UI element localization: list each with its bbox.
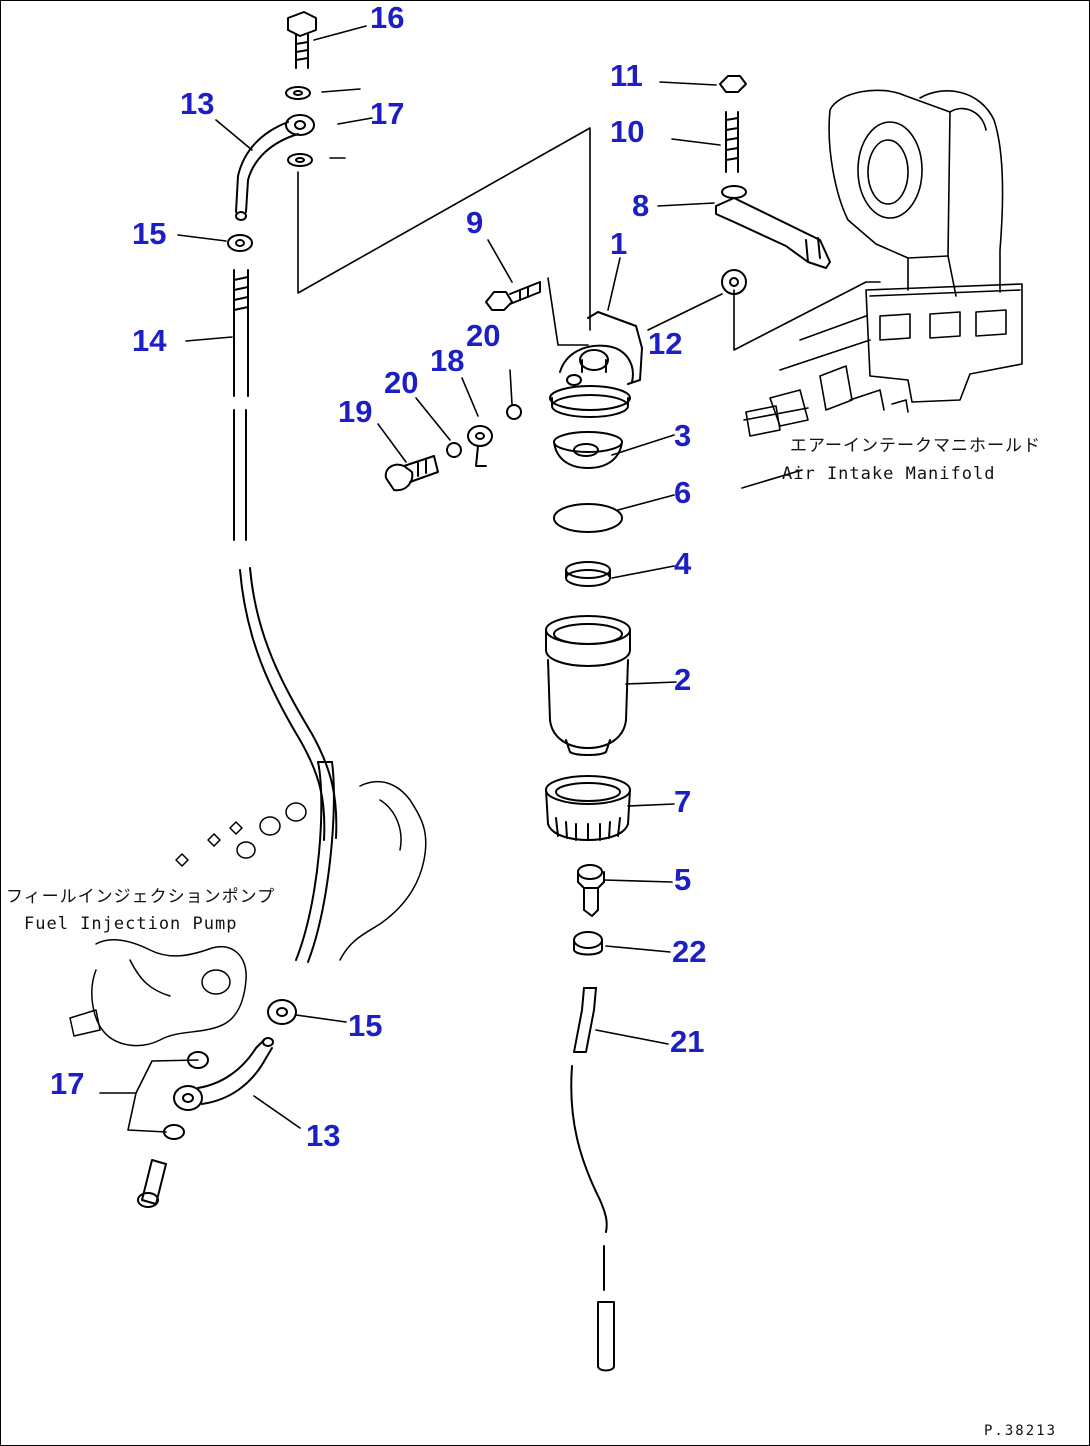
fuel-pump-caption-jp: フィールインジェクションポンプ xyxy=(6,887,276,907)
callout-11: 11 xyxy=(610,58,643,93)
callout-21: 21 xyxy=(670,1024,705,1059)
callout-1: 1 xyxy=(610,226,628,261)
air-intake-caption-en: Air Intake Manifold xyxy=(782,464,996,484)
callout-20-left: 20 xyxy=(384,365,419,400)
left-tube xyxy=(227,121,338,1025)
lower-fitting-group xyxy=(137,1037,274,1208)
part-2-bowl xyxy=(545,615,631,756)
fuel-pump-caption-en: Fuel Injection Pump xyxy=(24,914,238,934)
callout-7: 7 xyxy=(674,784,692,819)
callout-22: 22 xyxy=(672,934,707,969)
part-3-cap xyxy=(553,431,623,469)
callout-19: 19 xyxy=(338,394,373,429)
leader-lines xyxy=(99,25,809,1133)
callout-6: 6 xyxy=(674,475,692,510)
callout-5: 5 xyxy=(674,862,692,897)
callout-17-lower: 17 xyxy=(50,1066,85,1101)
drawing-reference-code: P.38213 xyxy=(984,1423,1058,1439)
bolt-19-group xyxy=(384,404,522,492)
part-22-clamp xyxy=(573,931,603,956)
callout-16: 16 xyxy=(370,0,405,35)
fuel-injection-pump-sketch xyxy=(69,780,427,1047)
callout-8: 8 xyxy=(632,188,650,223)
callout-13-upper: 13 xyxy=(180,86,215,121)
callout-17-upper: 17 xyxy=(370,96,405,131)
bolt-9 xyxy=(485,281,541,311)
part-7-ring-nut xyxy=(545,775,631,841)
assembly-lines xyxy=(297,127,881,351)
callout-2: 2 xyxy=(674,662,692,697)
part-21-hose xyxy=(570,987,615,1372)
callout-18: 18 xyxy=(430,343,465,378)
callout-9: 9 xyxy=(466,205,484,240)
part-6-oring xyxy=(553,503,623,533)
callout-20-right: 20 xyxy=(466,318,501,353)
part-5-drain xyxy=(577,864,605,917)
callout-4: 4 xyxy=(674,546,692,581)
air-intake-manifold-sketch xyxy=(745,89,1023,437)
callout-13-lower: 13 xyxy=(306,1118,341,1153)
callout-15-upper: 15 xyxy=(132,216,167,251)
callout-10: 10 xyxy=(610,114,645,149)
bracket-group xyxy=(715,75,831,295)
callout-3: 3 xyxy=(674,418,692,453)
callout-15-lower: 15 xyxy=(348,1008,383,1043)
air-intake-caption-jp: エアーインテークマニホールド xyxy=(790,436,1041,456)
callout-12: 12 xyxy=(648,326,683,361)
top-bolt-group xyxy=(285,11,317,167)
filter-head xyxy=(549,311,643,418)
part-4-seal xyxy=(565,561,611,587)
callout-14: 14 xyxy=(132,323,167,358)
